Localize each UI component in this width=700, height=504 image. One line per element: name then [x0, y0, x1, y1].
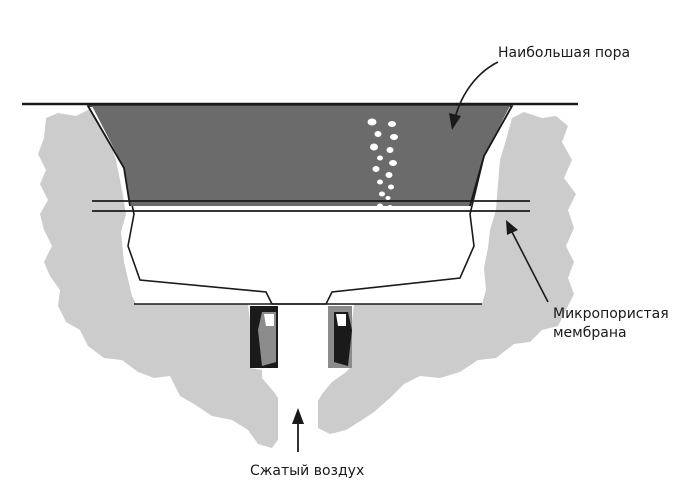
- label-membrane-line1: Микропористая: [553, 306, 669, 322]
- bubble: [374, 131, 382, 137]
- label-microporous-membrane: Микропористая мембрана: [553, 305, 669, 343]
- seal-left-notch: [264, 314, 274, 326]
- seal-right-notch: [336, 314, 346, 326]
- label-compressed-air-text: Сжатый воздух: [250, 463, 365, 479]
- bubble: [377, 203, 383, 209]
- bubble: [377, 155, 383, 161]
- bubble-stream: [367, 118, 398, 209]
- bubble: [370, 143, 378, 151]
- bubble: [388, 184, 394, 190]
- label-largest-pore-text: Наибольшая пора: [498, 45, 631, 61]
- bubble: [385, 172, 393, 178]
- label-largest-pore: Наибольшая пора: [498, 44, 630, 63]
- arrow-largest-pore: [449, 61, 499, 130]
- arrow-compressed-air: [292, 408, 304, 452]
- bubble: [389, 160, 397, 166]
- arrow-membrane: [506, 220, 549, 303]
- holder-right-body: [316, 112, 576, 434]
- liquid-layer: [92, 106, 510, 206]
- bubble: [367, 118, 377, 126]
- bubble: [387, 205, 393, 209]
- bubble: [377, 179, 383, 185]
- liquid-outline: [87, 105, 513, 207]
- bubble: [372, 166, 380, 172]
- bubble: [386, 147, 394, 153]
- label-membrane-line2: мембрана: [553, 325, 627, 341]
- holder-left-body: [38, 109, 282, 448]
- label-compressed-air: Сжатый воздух: [250, 462, 364, 481]
- bubble: [388, 121, 396, 127]
- bubble: [385, 196, 391, 200]
- bubble: [379, 191, 385, 197]
- bubble: [390, 134, 398, 140]
